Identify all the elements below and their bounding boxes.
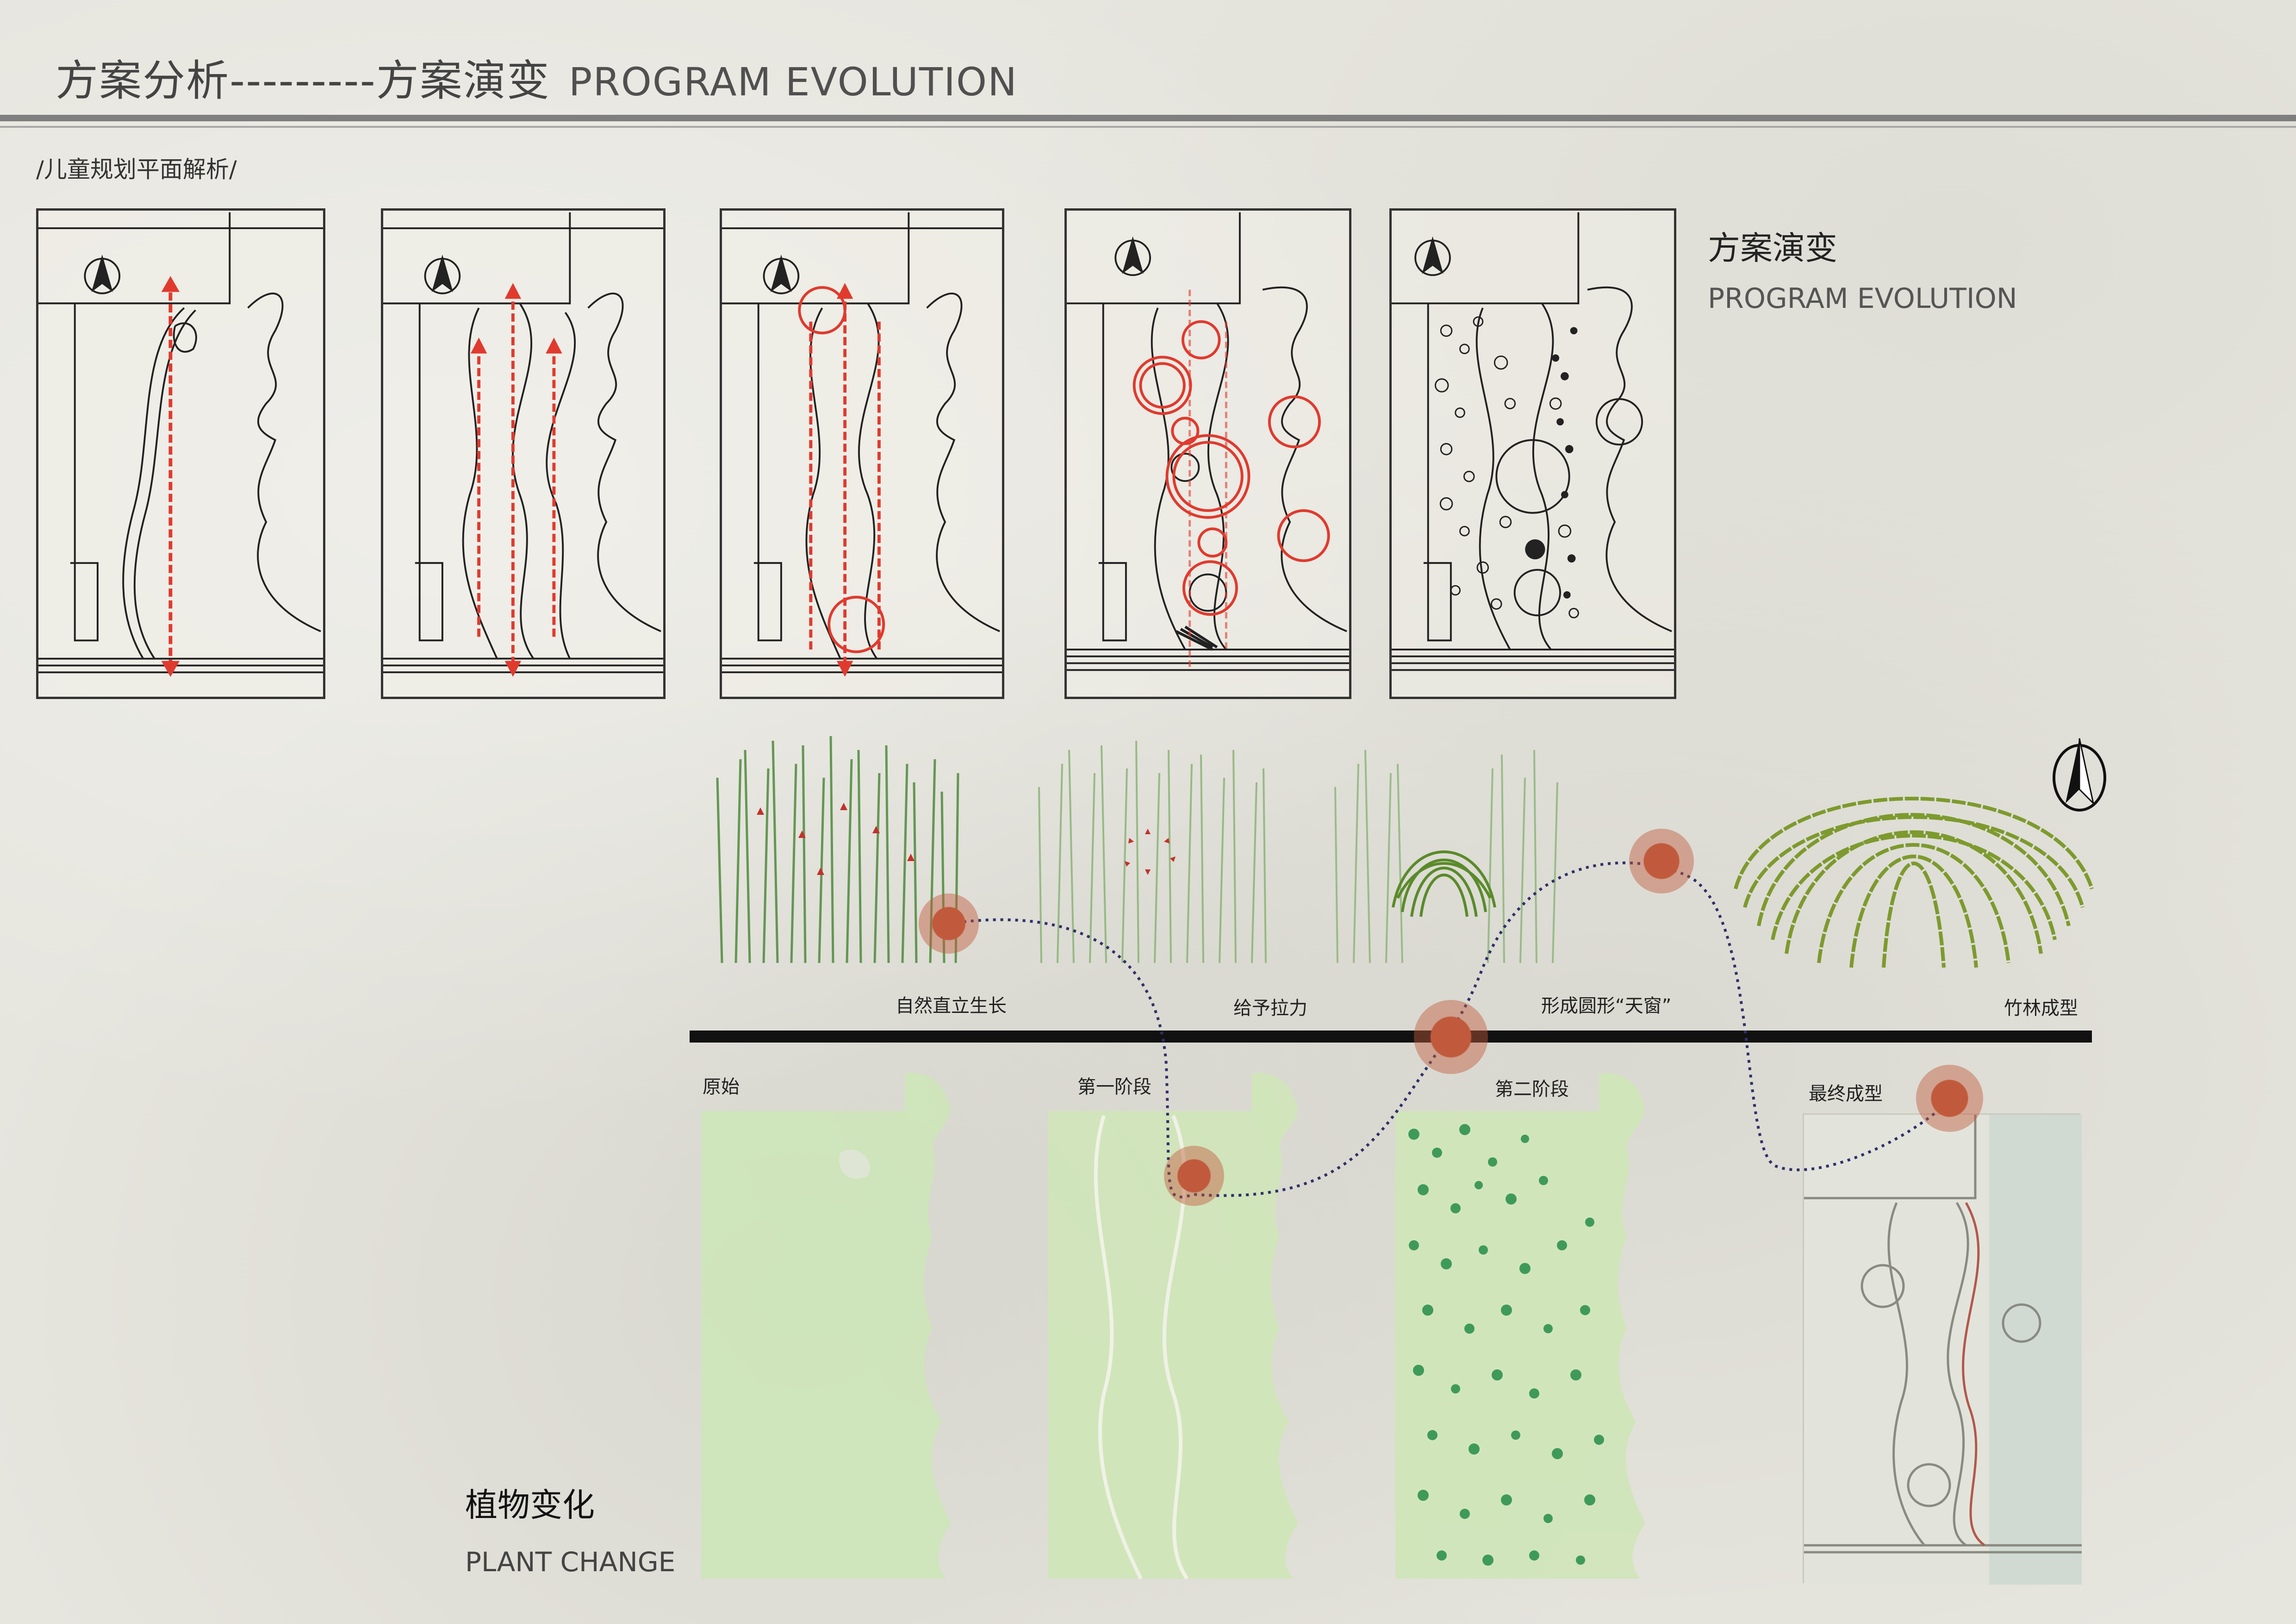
plant-plan-stage-1 [1048,1073,1298,1580]
timeline-node-1 [919,893,979,954]
evolution-panel-1 [36,208,325,699]
page-title: 方案分析---------方案演变 PROGRAM EVOLUTION [56,46,1018,108]
page-title-en: PROGRAM EVOLUTION [568,59,1018,105]
page-title-cn: 方案分析---------方案演变 [56,56,550,106]
north-arrow-icon [1414,236,1451,276]
bamboo-stage-label-1: 自然直立生长 [896,995,1007,1017]
evolution-title-cn: 方案演变 [1708,229,1837,267]
bamboo-stage-label-2: 给予拉力 [1233,998,1307,1019]
plant-plan-original [701,1073,951,1579]
plant-change-title-en: PLANT CHANGE [465,1546,676,1578]
timeline-bar [690,1031,2092,1043]
plan-stage-label-4: 最终成型 [1809,1083,1883,1105]
evolution-panel-2-drawing [383,212,663,677]
header-rule [0,115,2296,121]
timeline-node-4 [1629,829,1694,893]
north-arrow-icon [763,254,800,294]
evolution-panel-1-drawing [38,212,323,677]
plant-plan-final [1803,1113,2082,1585]
plant-change-title-cn: 植物变化 [465,1486,595,1524]
evolution-title-en: PROGRAM EVOLUTION [1708,282,2017,315]
evolution-panel-3-drawing [722,212,1002,677]
section-subtitle: /儿童规划平面解析/ [36,156,237,183]
plant-plan-stage-2 [1395,1073,1645,1579]
evolution-panel-5-drawing [1392,212,1674,671]
evolution-panel-2 [381,208,666,699]
north-arrow-icon [84,254,121,294]
timeline-node-2 [1164,1146,1224,1206]
evolution-panel-4 [1064,208,1351,699]
header-rule-thin [0,126,2296,128]
bamboo-stage-2-illustration [1038,740,1267,963]
bamboo-stage-4-illustration [1734,797,2094,968]
north-arrow-icon [2053,738,2106,812]
bamboo-stage-label-3: 形成圆形“天窗” [1541,995,1672,1017]
timeline-node-5 [1916,1065,1983,1132]
evolution-panel-4-drawing [1067,212,1349,671]
north-arrow-icon [424,254,461,294]
plant-plan-final-drawing [1804,1115,2082,1585]
evolution-panel-3 [720,208,1004,699]
timeline-node-3 [1414,1000,1488,1074]
bamboo-stage-3-illustration [1334,750,1558,963]
bamboo-stage-label-4: 竹林成型 [2004,998,2078,1019]
plan-stage-label-1: 原始 [703,1076,740,1098]
north-arrow-icon [1114,236,1151,276]
evolution-panel-5 [1389,208,1676,699]
